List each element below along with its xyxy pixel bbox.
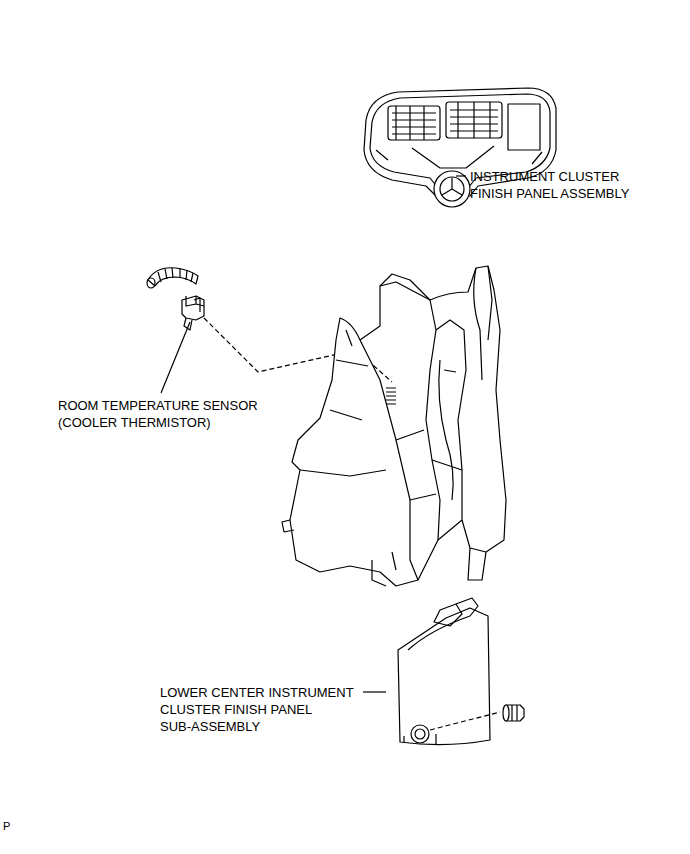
console-frame: [430, 266, 506, 552]
part-name: INSTRUMENT CLUSTER FINISH PANEL ASSEMBLY: [470, 168, 648, 202]
word: CENTER: [211, 685, 264, 700]
lighter-socket: [503, 705, 509, 721]
console-frame: [432, 460, 486, 580]
word: (COOLER: [58, 415, 117, 430]
word: INSTRUMENT: [470, 169, 555, 184]
lower-finish-panel: [404, 734, 436, 744]
word: ROOM: [58, 398, 98, 413]
word: FINISH: [224, 702, 267, 717]
console-frame: [300, 330, 386, 476]
console-frame: [282, 520, 396, 570]
lower-finish-panel: [408, 616, 470, 650]
room-temperature-sensor: [158, 268, 193, 282]
word: LOWER: [160, 685, 208, 700]
finish-panel-assembly: [508, 104, 540, 150]
word: CLUSTER: [160, 702, 221, 717]
finish-panel-assembly: [440, 177, 464, 201]
finish-panel-assembly: [388, 106, 440, 140]
room-temperature-sensor: [182, 296, 204, 320]
finish-panel-assembly: [434, 171, 470, 207]
install-dashed-line: [430, 712, 500, 730]
word: INSTRUMENT: [268, 685, 353, 700]
lower-finish-panel: [456, 598, 478, 616]
console-frame: [386, 388, 396, 404]
console-frame: [282, 266, 506, 586]
word: FINISH: [470, 186, 513, 201]
lower-finish-panel: [434, 604, 462, 626]
word: PANEL: [516, 186, 557, 201]
leader-line: [363, 691, 386, 692]
word: PANEL: [271, 702, 312, 717]
finish-panel-assembly: [376, 150, 542, 164]
lower-finish-panel: [415, 729, 425, 739]
part-name: LOWER CENTER INSTRUMENT CLUSTER FINISH P…: [160, 684, 365, 735]
word: TEMPERATURE: [102, 398, 199, 413]
lower-finish-panel: [398, 598, 490, 745]
console-frame: [380, 274, 430, 300]
console-frame: [439, 360, 456, 500]
room-temperature-sensor: [147, 278, 155, 288]
word: CLUSTER: [559, 169, 620, 184]
lighter-socket: [503, 705, 524, 721]
word: ASSEMBLY: [560, 186, 629, 201]
leader-line: [456, 175, 466, 176]
leader-line: [161, 322, 190, 393]
console-frame: [372, 560, 386, 586]
lower-finish-panel: [398, 608, 490, 745]
console-frame: [360, 282, 440, 580]
finish-panel-assembly: [392, 113, 436, 134]
finish-panel-assembly: [396, 106, 424, 140]
lower-finish-panel: [411, 725, 429, 743]
lighter-socket: [512, 705, 517, 721]
finish-panel-assembly: [412, 146, 494, 168]
finish-panel-assembly: [442, 178, 462, 195]
console-frame: [396, 430, 436, 500]
finish-panel-assembly: [458, 102, 490, 138]
console-frame: [290, 318, 418, 586]
word: SUB-ASSEMBLY: [160, 719, 260, 734]
word: SENSOR: [203, 398, 258, 413]
word: THERMISTOR): [121, 415, 211, 430]
finish-panel-assembly: [446, 102, 502, 138]
console-frame: [474, 266, 492, 380]
room-temperature-sensor: [186, 296, 204, 306]
room-temperature-sensor: [194, 298, 200, 312]
figure-code: P: [3, 818, 33, 835]
room-temperature-sensor: [147, 268, 204, 330]
word: P: [3, 820, 10, 832]
part-name: ROOM TEMPERATURE SENSOR (COOLER THERMIST…: [58, 397, 273, 431]
